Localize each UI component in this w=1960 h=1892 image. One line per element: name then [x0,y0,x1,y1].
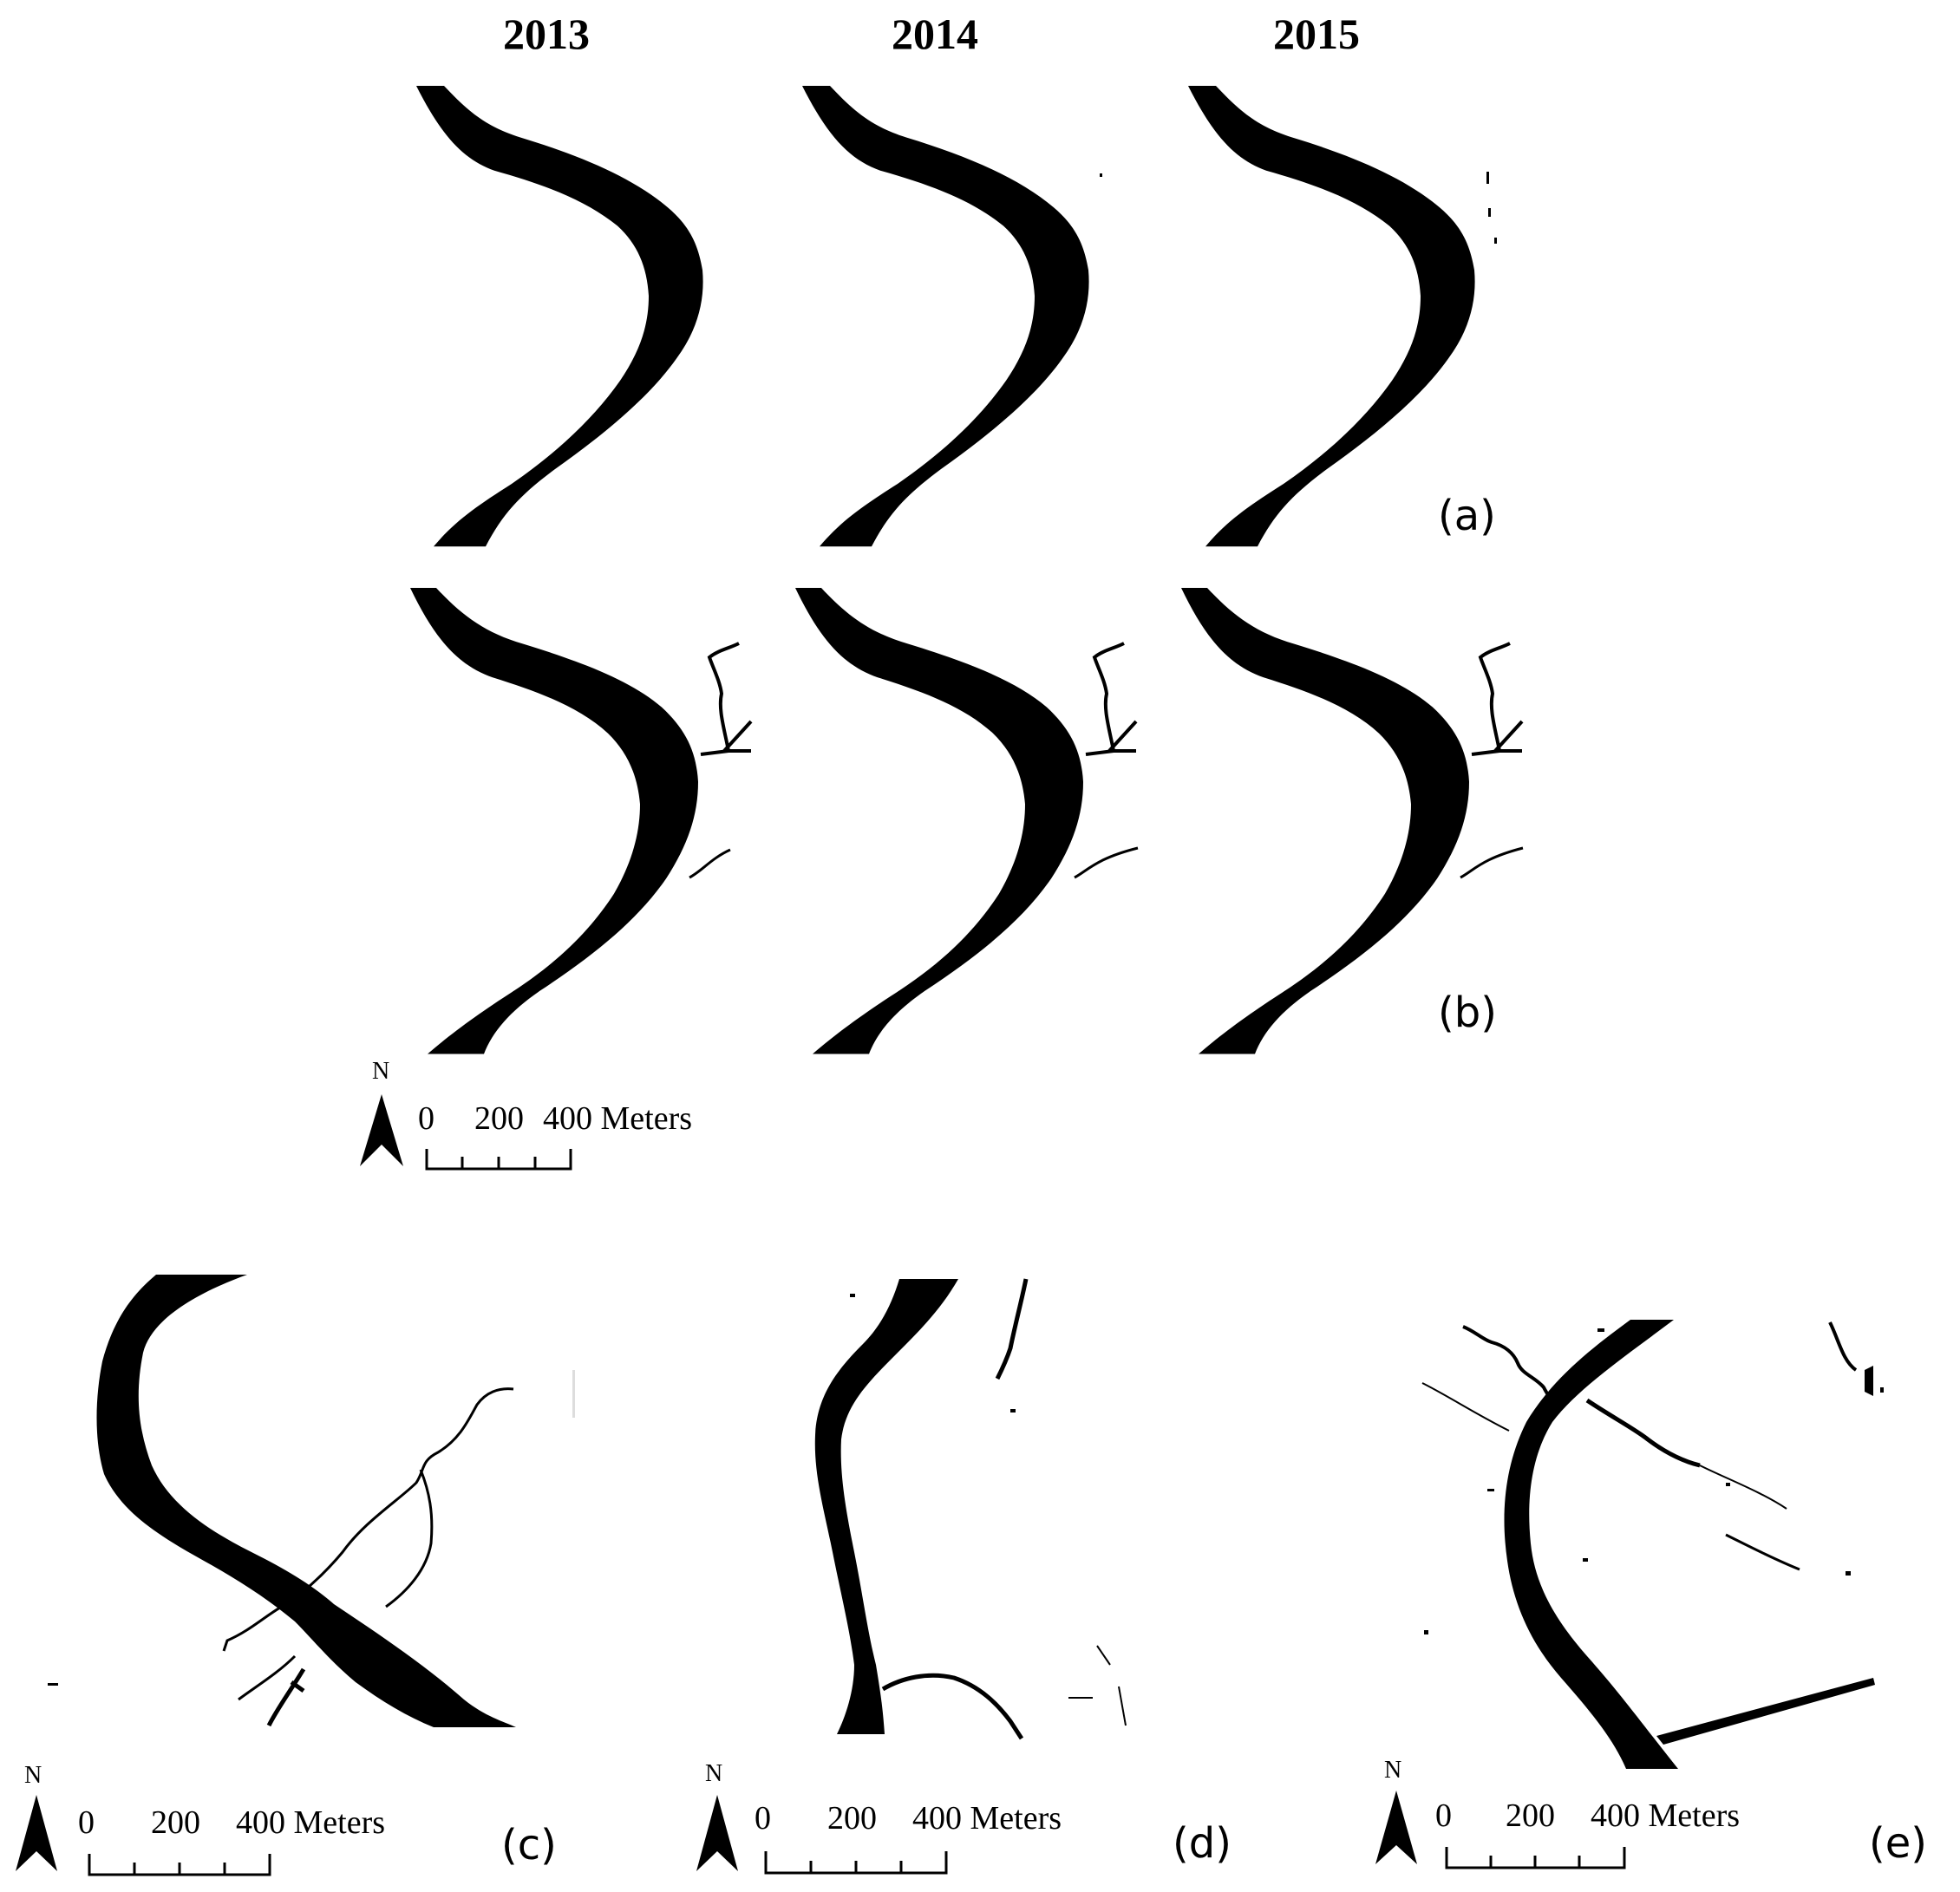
scale-bar-d [764,1851,948,1875]
tributaries-b-2014 [1074,642,1139,879]
north-label-d: N [705,1760,723,1787]
north-label: N [372,1058,390,1085]
scale-label-200-e: 200 [1506,1797,1555,1834]
map-b-2014 [795,588,1083,1054]
panel-label-a: (a) [1438,492,1496,540]
scale-label-400: 400 Meters [543,1100,693,1137]
north-arrow-icon-c [16,1795,57,1871]
north-label-e: N [1384,1757,1402,1784]
north-arrow-icon-d [696,1795,738,1871]
scale-label-0: 0 [418,1100,434,1137]
panel-label-d: (d) [1173,1819,1232,1868]
map-a-2014 [802,86,1089,547]
north-arrow-icon [360,1094,403,1166]
scale-label-400-c: 400 Meters [236,1804,386,1841]
scale-label-0-c: 0 [78,1804,95,1841]
scale-label-0-e: 0 [1435,1797,1452,1834]
map-b-2013 [410,588,698,1054]
map-a-2013 [416,86,703,547]
scale-bar-top [425,1149,572,1171]
year-2014-header: 2014 [892,10,978,58]
map-b-2015 [1181,588,1469,1054]
map-a-2015 [1188,86,1475,547]
tributaries-b-2015 [1460,642,1524,879]
year-2015-header: 2015 [1273,10,1360,58]
scale-bar-c [88,1854,271,1876]
map-a-2015-specks [1100,172,1497,244]
tributaries-b-2013 [689,642,753,879]
scale-label-400-d: 400 Meters [912,1800,1062,1837]
scale-bar-e [1445,1847,1626,1869]
panel-label-e: (e) [1869,1819,1927,1868]
map-c [48,1275,575,1727]
north-label-c: N [24,1762,42,1789]
panel-label-c: (c) [501,1821,557,1869]
north-arrow-icon-e [1375,1791,1417,1864]
scale-label-200: 200 [474,1100,524,1137]
panel-label-b: (b) [1438,988,1497,1037]
map-d [814,1278,1127,1740]
scale-label-200-c: 200 [151,1804,200,1841]
year-2013-header: 2013 [503,10,590,58]
map-e [1421,1320,1884,1769]
scale-label-0-d: 0 [755,1800,771,1837]
scale-label-200-d: 200 [827,1800,877,1837]
scale-label-400-e: 400 Meters [1591,1797,1741,1834]
